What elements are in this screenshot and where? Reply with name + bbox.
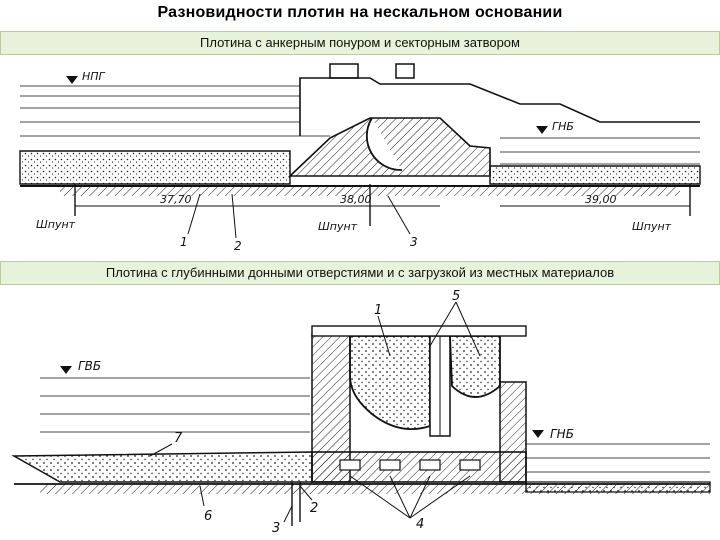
callout-2-2: 2 [310, 501, 318, 516]
callout-6: 6 [204, 509, 212, 524]
dam-superstructure [299, 77, 700, 136]
upstream-water-2 [40, 377, 310, 433]
slide-title: Разновидности плотин на нескальном основ… [157, 4, 563, 21]
label-pile-left: Шпунт [36, 218, 76, 231]
dam-section-diagram-2: ГВБ ГНБ [11, 289, 711, 536]
upstream-apron [11, 451, 313, 483]
label-upstream-level: НПГ [82, 70, 106, 83]
label-downstream-level: ГНБ [552, 120, 574, 133]
dimension-1: 37,70 [160, 193, 192, 206]
ballast-chamber-1 [349, 335, 431, 431]
gate-hoist-2 [395, 63, 415, 79]
gate-hoist-1 [329, 63, 359, 79]
water-level-marker-upstream-2 [60, 366, 72, 374]
label-downstream-level-2: ГНБ [550, 427, 574, 441]
top-slab [311, 325, 527, 337]
callout-2: 2 [234, 239, 242, 253]
downstream-apron [489, 165, 701, 185]
downstream-water [500, 137, 700, 165]
callout-7: 7 [174, 431, 183, 446]
anchor-apron [19, 150, 291, 185]
caption-bottom-outlet-dam: Плотина с глубинными донными отверстиями… [0, 261, 720, 285]
callout-leaders-1 [187, 193, 411, 239]
water-level-marker-downstream [536, 126, 548, 134]
water-level-marker-downstream-2 [532, 430, 544, 438]
downstream-water-2 [525, 443, 710, 473]
piles-2 [291, 482, 301, 526]
bottom-outlets [339, 459, 481, 471]
callout-4: 4 [416, 517, 424, 532]
label-pile-right: Шпунт [632, 220, 672, 233]
callout-1: 1 [180, 235, 188, 249]
dam-section-diagram-1: НПГ ГНБ 37,70 38,00 39,00 Шпунт Шпунт Шп… [19, 63, 701, 253]
dimension-2: 38,00 [340, 193, 372, 206]
sheet-piles [74, 184, 691, 226]
water-level-marker-upstream [66, 76, 78, 84]
callout-3-2: 3 [272, 521, 280, 536]
ballast-chamber-5 [449, 335, 501, 398]
callout-5: 5 [452, 289, 460, 304]
sector-gate [365, 117, 403, 171]
label-pile-mid: Шпунт [318, 220, 358, 233]
caption-anchor-apron-dam: Плотина с анкерным понуром и секторным з… [0, 31, 720, 55]
callout-leaders-2 [149, 301, 481, 523]
upstream-water [20, 85, 330, 137]
dimension-3: 39,00 [585, 193, 617, 206]
callout-3: 3 [410, 235, 418, 249]
label-upstream-level-2: ГВБ [78, 359, 101, 373]
soil-base-2 [40, 484, 710, 494]
callout-1-2: 1 [374, 303, 382, 318]
